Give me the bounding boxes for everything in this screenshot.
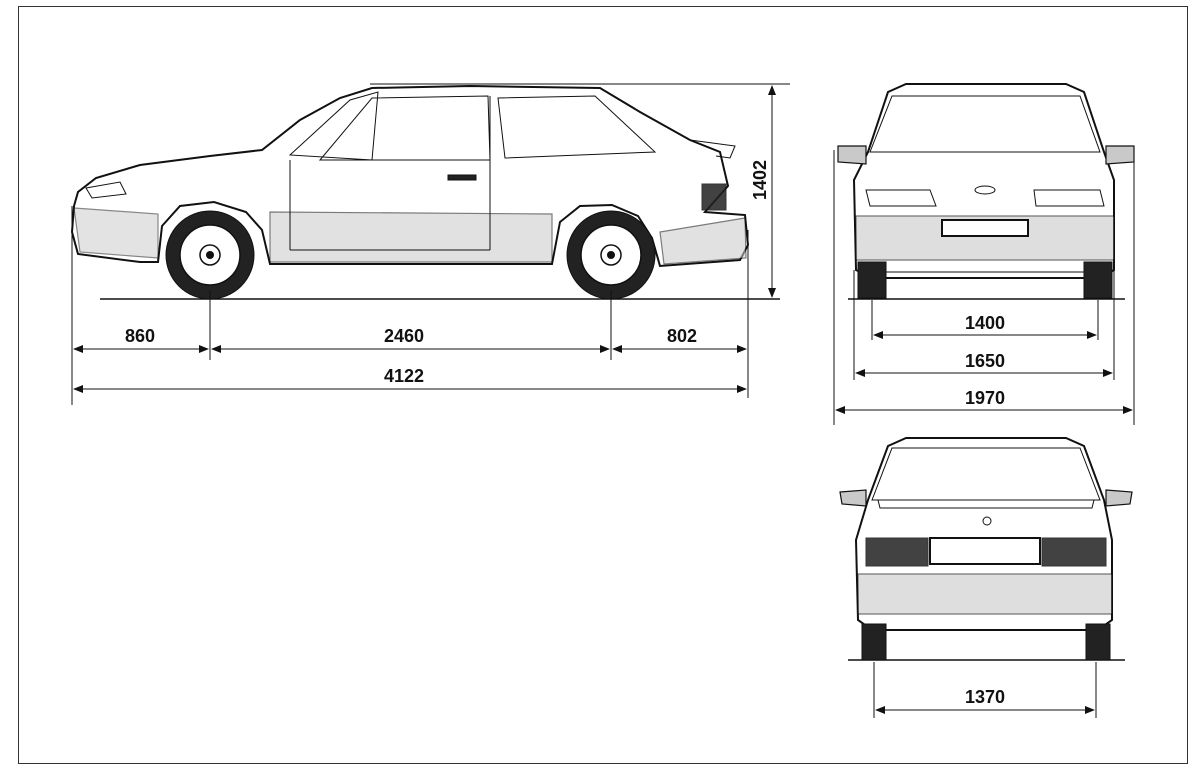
front-windshield: [869, 95, 1101, 153]
front-view: [837, 83, 1135, 300]
front-dimensions: [833, 150, 1135, 425]
overall-length-label: 4122: [384, 366, 424, 386]
rear-overhang-label: 802: [667, 326, 697, 346]
side-door-window: [318, 95, 491, 161]
side-front-wheel: [165, 210, 255, 300]
rear-track-label: 1370: [965, 687, 1005, 707]
rear-view: [839, 437, 1133, 661]
rear-dimensions: [873, 662, 1097, 718]
wheelbase-label: 2460: [384, 326, 424, 346]
front-overhang-label: 860: [125, 326, 155, 346]
body-width-label: 1650: [965, 351, 1005, 371]
side-view: [70, 84, 780, 300]
side-body: [70, 84, 750, 268]
side-rear-wheel: [566, 210, 656, 300]
side-rear-window: [497, 95, 657, 159]
side-dimensions: [71, 83, 790, 405]
height-label: 1402: [750, 160, 770, 200]
side-windshield: [288, 91, 379, 161]
front-track-label: 1400: [965, 313, 1005, 333]
side-sill: [269, 211, 553, 263]
door-handle: [447, 174, 477, 181]
mirror-width-label: 1970: [965, 388, 1005, 408]
